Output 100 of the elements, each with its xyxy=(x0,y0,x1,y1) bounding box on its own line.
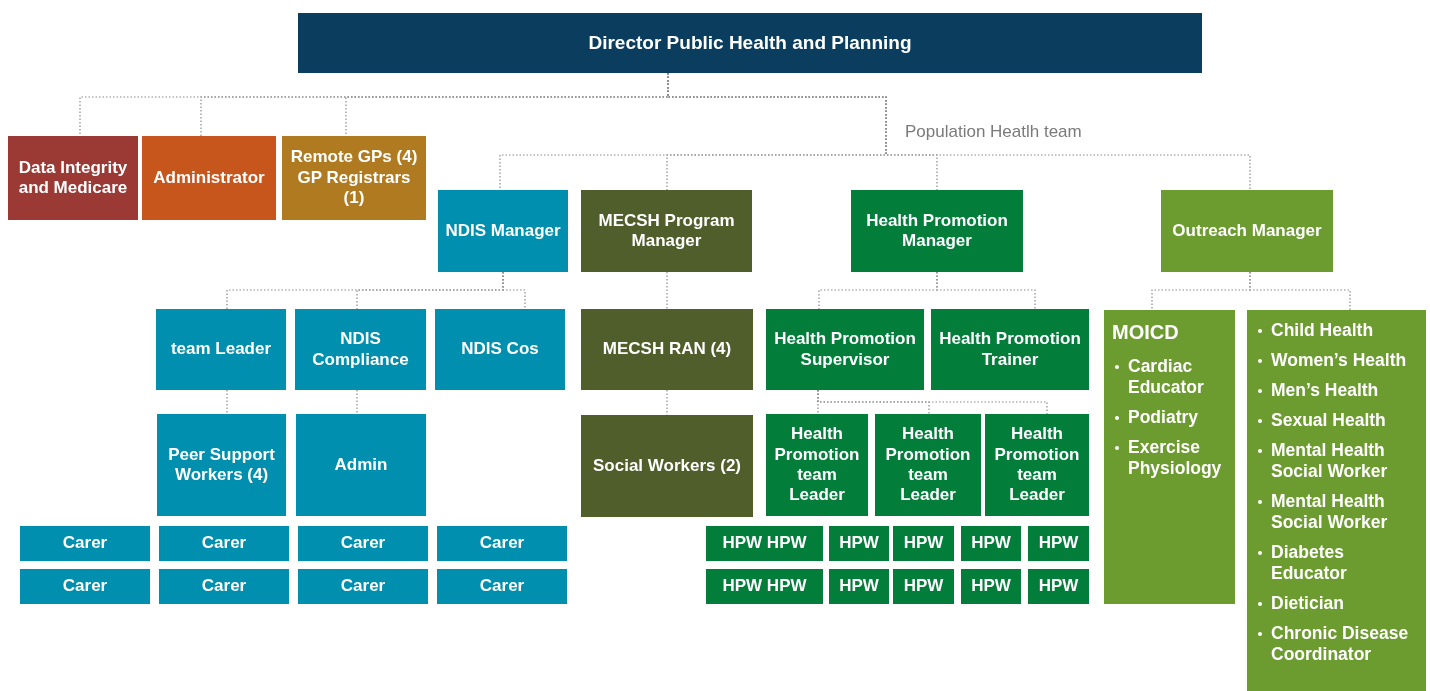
role-label: HPW xyxy=(1038,533,1079,554)
role-box xyxy=(706,569,823,604)
role-label: Carer xyxy=(62,576,108,597)
role-label: Health Promotion team Leader xyxy=(884,424,972,506)
role-label: Health Promotion Supervisor xyxy=(773,329,917,370)
list-item-text: Chronic Disease Coordinator xyxy=(1271,623,1410,665)
role-box xyxy=(829,569,889,604)
connector-line xyxy=(666,389,668,416)
role-box xyxy=(437,569,567,604)
role-box xyxy=(295,309,426,390)
role-box xyxy=(438,190,568,272)
role-box xyxy=(1247,310,1426,691)
role-box xyxy=(581,309,753,390)
role-label: MECSH Program Manager xyxy=(597,210,736,252)
role-label: Health Promotion team Leader xyxy=(993,424,1081,506)
role-label: NDIS Manager xyxy=(445,220,561,242)
role-label: team Leader xyxy=(170,339,272,360)
role-box xyxy=(282,136,426,220)
role-box xyxy=(156,309,286,390)
role-label: NDIS Compliance xyxy=(311,329,410,370)
role-label: HPW xyxy=(839,576,879,597)
role-box xyxy=(1104,310,1235,604)
role-box xyxy=(851,190,1023,272)
role-label: Carer xyxy=(340,533,386,554)
role-label: Health Promotion team Leader xyxy=(773,424,861,506)
role-label: Health Promotion Manager xyxy=(865,210,1009,252)
role-box xyxy=(296,414,426,516)
role-box xyxy=(8,136,138,220)
connector-line xyxy=(502,271,526,310)
team-heading: MOICD xyxy=(1112,320,1180,344)
list-item-text: Dietician xyxy=(1271,593,1344,614)
role-box xyxy=(766,309,924,390)
role-label: Admin xyxy=(334,454,388,476)
list-item-text: Exercise Physiology xyxy=(1128,437,1223,479)
list-item-text: Mental Health Social Worker xyxy=(1271,440,1389,482)
role-label: HPW xyxy=(1038,576,1079,597)
role-box xyxy=(1028,526,1089,561)
list-item-text: Podiatry xyxy=(1128,407,1199,428)
list-item-text: Sexual Health xyxy=(1271,410,1386,431)
role-label: HPW xyxy=(903,576,944,597)
role-box xyxy=(298,569,428,604)
list-item-text: Men’s Health xyxy=(1271,380,1379,401)
role-label: Remote GPs (4) xyxy=(290,147,418,168)
role-box xyxy=(893,569,954,604)
role-label: HPW xyxy=(839,533,879,554)
list-item-text: Women’s Health xyxy=(1271,350,1407,371)
role-label: HPW HPW xyxy=(722,533,807,554)
role-box xyxy=(961,526,1021,561)
role-box xyxy=(20,526,150,561)
connector-line xyxy=(1249,271,1351,311)
connector-line xyxy=(817,389,1048,415)
role-label: Carer xyxy=(62,533,108,554)
connector-line xyxy=(226,389,228,415)
role-label: Health Promotion Trainer xyxy=(938,329,1082,370)
role-box xyxy=(1161,190,1333,272)
list-item-text: Diabetes Educator xyxy=(1271,542,1348,584)
role-box xyxy=(581,190,752,272)
role-box xyxy=(931,309,1089,390)
role-label: Carer xyxy=(201,533,247,554)
role-label: Administrator xyxy=(153,167,265,189)
group-label: Population Heatlh team xyxy=(905,122,1082,142)
role-label: Social Workers (2) xyxy=(593,455,741,477)
role-box xyxy=(1028,569,1089,604)
role-label: HPW xyxy=(903,533,944,554)
role-label: Outreach Manager xyxy=(1172,220,1322,242)
role-box xyxy=(435,309,565,390)
role-box xyxy=(159,569,289,604)
role-box xyxy=(985,414,1089,516)
connector-line xyxy=(936,271,1036,310)
role-label: Director Public Health and Planning xyxy=(588,31,912,55)
role-box xyxy=(298,526,428,561)
role-box xyxy=(20,569,150,604)
role-box xyxy=(766,414,868,516)
role-box xyxy=(142,136,276,220)
role-label: Data Integrity and Medicare xyxy=(17,157,129,199)
list-item-text: Cardiac Educator xyxy=(1128,356,1205,398)
connector-line xyxy=(666,271,668,310)
role-label: Carer xyxy=(340,576,386,597)
role-box xyxy=(298,13,1202,73)
role-label: Carer xyxy=(479,576,525,597)
role-box xyxy=(157,414,286,516)
connector-line xyxy=(356,389,358,415)
role-label: MECSH RAN (4) xyxy=(602,339,732,360)
role-label: Carer xyxy=(479,533,525,554)
role-box xyxy=(159,526,289,561)
role-box xyxy=(829,526,889,561)
role-label: HPW HPW xyxy=(722,576,807,597)
role-label: HPW xyxy=(971,533,1011,554)
role-box xyxy=(706,526,823,561)
role-label: Peer Support Workers (4) xyxy=(167,444,276,486)
role-box xyxy=(581,415,753,517)
list-item-text: Mental Health Social Worker xyxy=(1271,491,1389,533)
role-box xyxy=(437,526,567,561)
list-item-text: Child Health xyxy=(1271,320,1374,341)
role-label: GP Registrars (1) xyxy=(296,167,412,209)
role-box xyxy=(893,526,954,561)
role-label: Carer xyxy=(201,576,247,597)
role-box xyxy=(875,414,981,516)
role-label: NDIS Cos xyxy=(461,339,539,360)
role-label: HPW xyxy=(971,576,1011,597)
